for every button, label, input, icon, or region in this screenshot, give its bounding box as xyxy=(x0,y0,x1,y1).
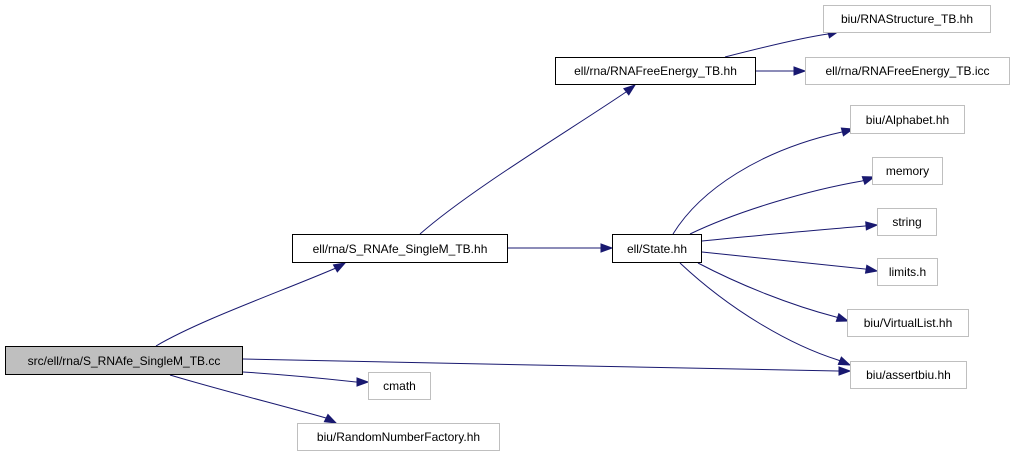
edge-state-to-virtuallist xyxy=(697,262,850,322)
edge-root-to-cmath-line xyxy=(242,371,357,383)
node-limits: limits.h xyxy=(877,258,938,286)
node-rnafreeenergy-header[interactable]: ell/rna/RNAFreeEnergy_TB.hh xyxy=(555,57,756,85)
edge-root-to-randomfactory-arrowhead xyxy=(323,413,338,424)
node-rnastructure-header: biu/RNAStructure_TB.hh xyxy=(823,5,991,33)
node-string: string xyxy=(877,208,937,236)
edge-state-to-memory-line xyxy=(689,180,863,235)
edge-root-to-s-rnafe-arrowhead xyxy=(332,262,347,273)
edge-state-to-limits xyxy=(701,251,879,274)
edge-state-to-limits-line xyxy=(701,251,866,270)
node-root-source-file[interactable]: src/ell/rna/S_RNAfe_SingleM_TB.cc xyxy=(5,346,243,375)
node-alphabet-header: biu/Alphabet.hh xyxy=(850,105,965,134)
edge-rnafree-to-rnastructure-line xyxy=(724,33,829,58)
edge-rnafree-to-icc-arrowhead xyxy=(793,66,807,76)
edge-state-to-assertbiu xyxy=(679,262,852,366)
edge-rnafree-to-rnastructure xyxy=(724,29,841,58)
edge-state-to-string-arrowhead xyxy=(865,221,879,231)
edge-root-to-randomfactory-line xyxy=(169,374,327,419)
edge-root-to-s-rnafe-line xyxy=(155,267,337,347)
edge-root-to-cmath-arrowhead xyxy=(356,377,370,387)
edge-state-to-virtuallist-arrowhead xyxy=(835,312,850,322)
edge-s-rnafe-to-rnafree-line xyxy=(419,91,627,235)
edge-root-to-randomfactory xyxy=(169,374,338,424)
edge-root-to-s-rnafe xyxy=(155,262,347,347)
node-memory: memory xyxy=(872,157,943,185)
node-randomnumberfactory-header: biu/RandomNumberFactory.hh xyxy=(297,423,500,451)
edge-s-rnafe-to-rnafree xyxy=(419,84,637,235)
edge-root-to-assertbiu-arrowhead xyxy=(838,366,852,376)
edge-state-to-assertbiu-line xyxy=(679,262,839,361)
node-cmath: cmath xyxy=(368,372,431,400)
edge-state-to-string-line xyxy=(701,225,866,242)
node-state-header[interactable]: ell/State.hh xyxy=(612,234,702,263)
edge-state-to-virtuallist-line xyxy=(697,262,837,318)
node-rnafreeenergy-icc: ell/rna/RNAFreeEnergy_TB.icc xyxy=(805,57,1010,85)
edge-root-to-assertbiu xyxy=(242,358,852,376)
node-assertbiu-header: biu/assertbiu.hh xyxy=(850,361,967,389)
node-s-rnafe-singlem-header[interactable]: ell/rna/S_RNAfe_SingleM_TB.hh xyxy=(292,234,508,263)
edge-state-to-alphabet-line xyxy=(672,131,843,235)
edge-root-to-assertbiu-line xyxy=(242,358,839,372)
node-virtuallist-header: biu/VirtualList.hh xyxy=(847,309,969,337)
edge-s-rnafe-to-rnafree-arrowhead xyxy=(623,84,637,96)
edge-s-rnafe-to-state-arrowhead xyxy=(600,243,614,253)
edge-root-to-cmath xyxy=(242,371,370,387)
edge-state-to-string xyxy=(701,221,879,242)
edge-state-to-memory xyxy=(689,176,876,235)
edge-state-to-limits-arrowhead xyxy=(864,264,879,274)
edge-state-to-memory-arrowhead xyxy=(861,176,876,186)
edge-state-to-alphabet xyxy=(672,127,855,235)
edge-state-to-assertbiu-arrowhead xyxy=(837,356,852,366)
edge-s-rnafe-to-state xyxy=(508,243,614,253)
edge-rnafree-to-icc xyxy=(756,66,807,76)
